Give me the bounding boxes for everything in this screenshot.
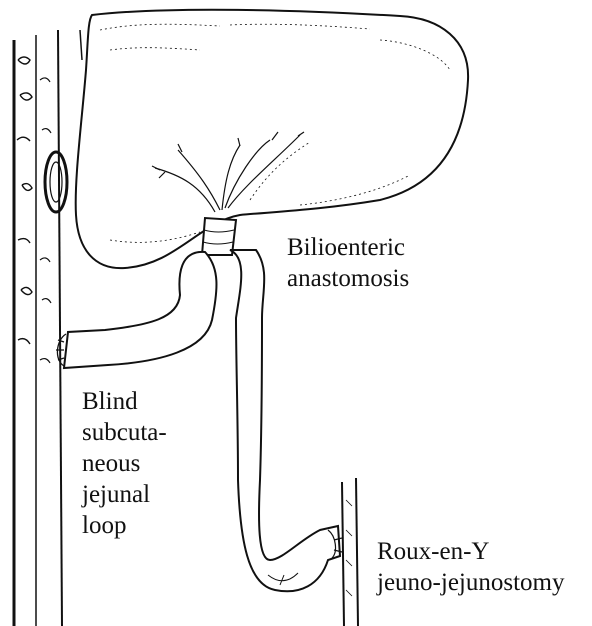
label-blind-subcutaneous-loop: Blind subcuta- neous jejunal loop	[82, 386, 167, 541]
label-line: loop	[82, 510, 167, 541]
roux-limb	[230, 250, 342, 591]
label-roux-en-y: Roux-en-Y jeuno-jejunostomy	[377, 536, 564, 598]
label-bilioenteric-anastomosis: Bilioenteric anastomosis	[287, 232, 409, 294]
label-line: jeuno-jejunostomy	[377, 567, 564, 598]
bile-duct-radicles	[152, 132, 304, 212]
abdominal-wall	[14, 30, 82, 626]
blind-jejunal-loop	[56, 252, 216, 368]
right-wall-segment	[342, 478, 358, 626]
label-line: anastomosis	[287, 263, 409, 294]
label-line: jejunal	[82, 479, 167, 510]
label-line: Blind	[82, 386, 167, 417]
label-line: subcuta-	[82, 417, 167, 448]
liver	[76, 10, 468, 268]
label-line: neous	[82, 448, 167, 479]
label-line: Roux-en-Y	[377, 536, 564, 567]
label-line: Bilioenteric	[287, 232, 409, 263]
